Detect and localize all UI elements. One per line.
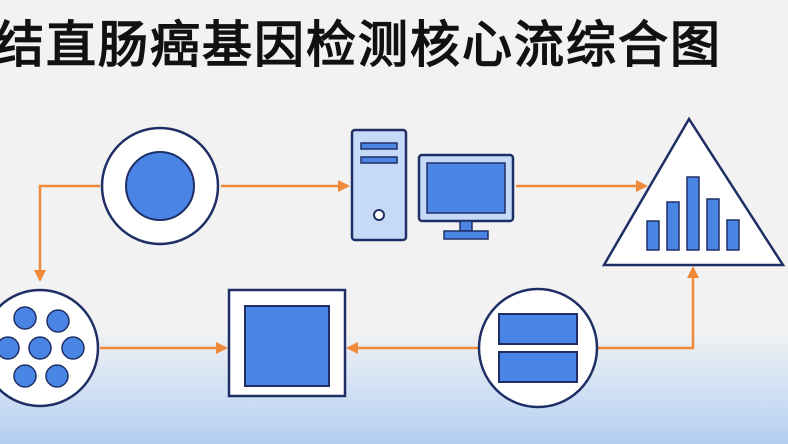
cell-cluster-icon (0, 288, 100, 408)
square-box-icon (227, 288, 347, 398)
sample-circle-icon (100, 126, 220, 246)
split-circle-icon (477, 287, 599, 409)
page-title: 结直肠癌基因检测核心流综合图 (0, 16, 722, 74)
arrow-split-to-chart (598, 266, 699, 350)
bar-chart-triangle-icon (601, 116, 786, 267)
arrow-sample-to-cells (34, 184, 100, 282)
monitor-icon (417, 153, 515, 240)
server-tower-icon (350, 128, 408, 242)
